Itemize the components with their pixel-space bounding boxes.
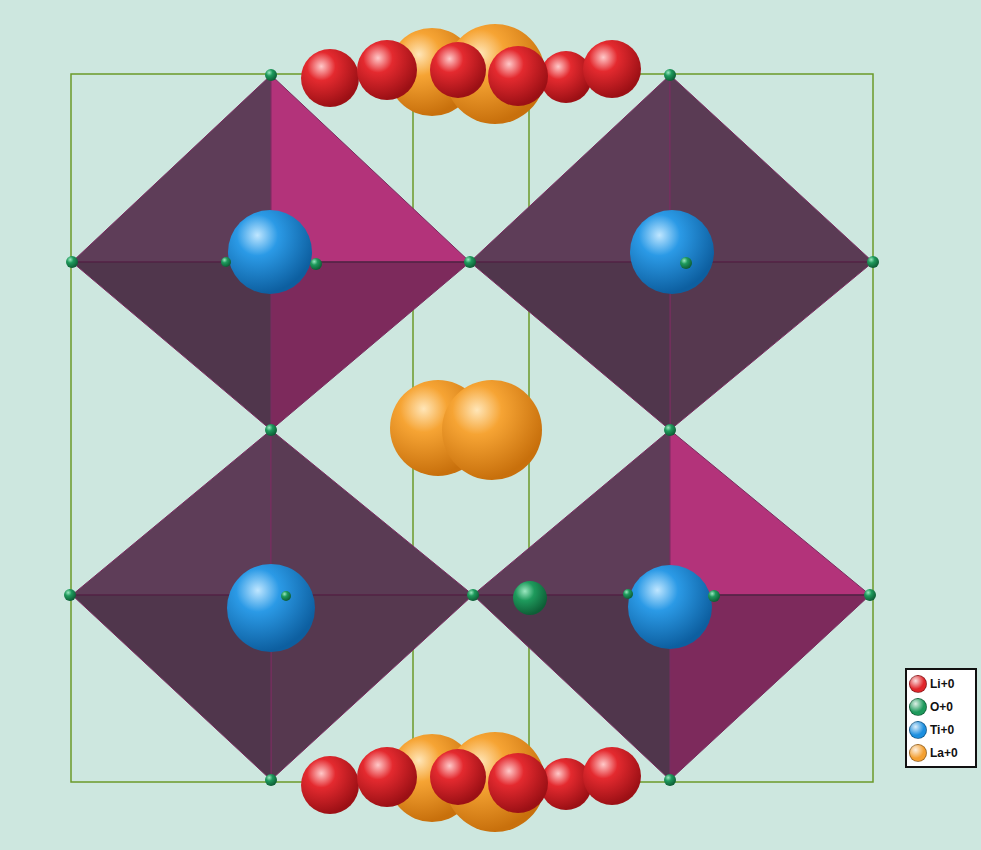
legend-row: La+0 (909, 741, 973, 764)
ti-atom (228, 210, 312, 294)
o-atom (467, 589, 479, 601)
tio6-octahedron (72, 430, 473, 780)
o-atom (867, 256, 879, 268)
o-atom (680, 257, 692, 269)
o-atom (664, 424, 676, 436)
legend-swatch (909, 744, 927, 762)
o-atoms (64, 69, 879, 786)
tio6-octahedron (470, 75, 873, 430)
li-atom (430, 749, 486, 805)
ti-atom (227, 564, 315, 652)
octahedron-face (670, 430, 870, 595)
legend-swatch (909, 675, 927, 693)
octahedron-face (72, 262, 271, 430)
cell-edge (71, 74, 873, 782)
legend-text: O+0 (930, 700, 953, 714)
octahedron-face (72, 430, 271, 595)
octahedron-axes (72, 262, 873, 595)
legend-text: Ti+0 (930, 723, 954, 737)
legend-row: Ti+0 (909, 718, 973, 741)
o-atom (265, 424, 277, 436)
li-atom (583, 40, 641, 98)
legend-row: O+0 (909, 695, 973, 718)
o-atom (864, 589, 876, 601)
li-atom (301, 49, 359, 107)
octahedron-face (670, 262, 873, 430)
li-atom (430, 42, 486, 98)
o-atom (265, 774, 277, 786)
li-atom (488, 46, 548, 106)
ti-atom (628, 565, 712, 649)
ti-atoms (227, 210, 714, 652)
li-atom (357, 747, 417, 807)
o-atom (664, 774, 676, 786)
legend-box: Li+0O+0Ti+0La+0 (905, 668, 977, 768)
o-atom (64, 589, 76, 601)
o-atom (464, 256, 476, 268)
tio6-octahedron (473, 430, 870, 780)
o-atom (708, 590, 720, 602)
legend-row: Li+0 (909, 672, 973, 695)
o-atom (221, 257, 231, 267)
legend-swatch (909, 698, 927, 716)
o-atom (265, 69, 277, 81)
o-atom (513, 581, 547, 615)
legend-text: Li+0 (930, 677, 954, 691)
o-atom (66, 256, 78, 268)
o-atom (623, 589, 633, 599)
o-atom (664, 69, 676, 81)
li-atoms (301, 40, 641, 814)
li-atom (583, 747, 641, 805)
li-atom (488, 753, 548, 813)
legend-text: La+0 (930, 746, 958, 760)
o-atom (281, 591, 291, 601)
ti-atom (630, 210, 714, 294)
la-atom (442, 380, 542, 480)
li-atom (357, 40, 417, 100)
li-atom (301, 756, 359, 814)
tio6-octahedron (72, 75, 470, 430)
unit-cell (71, 74, 873, 782)
legend-swatch (909, 721, 927, 739)
o-atom (310, 258, 322, 270)
la-atoms (388, 24, 545, 832)
